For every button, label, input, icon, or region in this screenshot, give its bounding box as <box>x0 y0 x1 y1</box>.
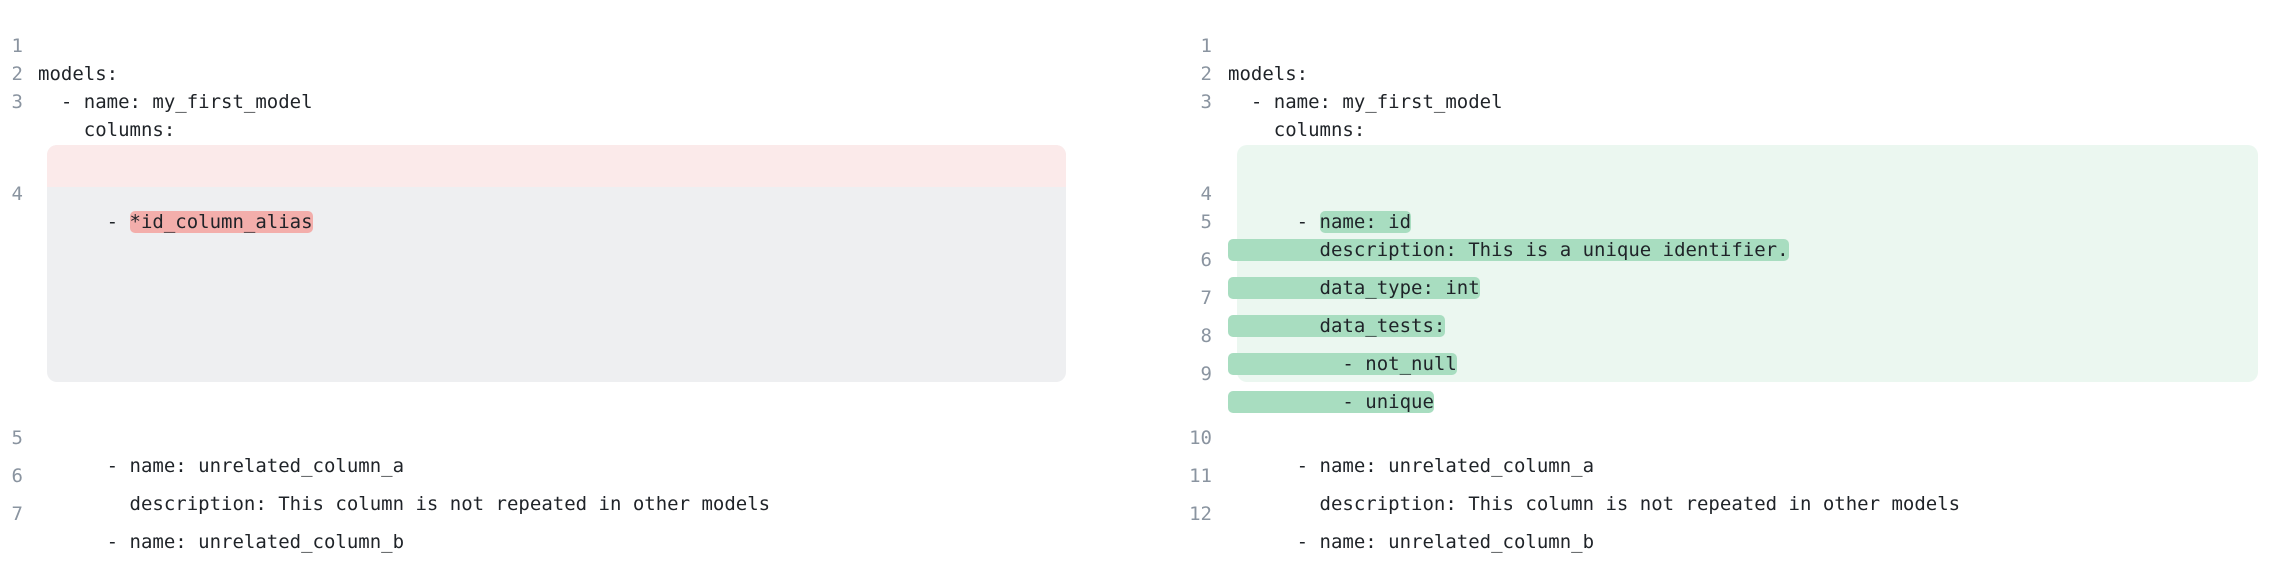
code-text: - name: my_first_model <box>1228 88 1503 116</box>
line-number: 1 <box>11 35 23 57</box>
code-segment-added: name: id <box>1319 211 1412 233</box>
code-segment-deleted: *id_column_alias <box>129 211 313 233</box>
code-segment: - name: unrelated_column_b <box>1228 531 1595 553</box>
code-text: - unique <box>1228 388 1434 416</box>
diff-line[interactable]: 7 - name: unrelated_column_b <box>0 472 405 553</box>
line-number: 4 <box>11 183 23 205</box>
code-text: - not_null <box>1228 350 1457 378</box>
diff-line-deleted[interactable]: 4 - *id_column_alias <box>0 152 313 233</box>
line-number: 4 <box>1200 183 1212 205</box>
diff-line-added[interactable]: 9 - unique <box>1188 332 1434 413</box>
code-text: - name: unrelated_column_a <box>38 452 404 480</box>
code-segment-added: description: This is a unique identifier… <box>1228 239 1789 261</box>
diff-line-added[interactable]: 6 data_type: int <box>1188 218 1480 299</box>
line-number: 7 <box>1200 287 1212 309</box>
diff-line-added[interactable]: 7 data_tests: <box>1188 256 1446 337</box>
line-number: 2 <box>11 63 23 85</box>
code-segment: description: This column is not repeated… <box>1228 493 1961 515</box>
diff-line-added[interactable]: 5 description: This is a unique identifi… <box>1188 180 1789 261</box>
code-text: columns: <box>1228 116 1366 144</box>
code-text: columns: <box>38 116 176 144</box>
line-number: 9 <box>1200 363 1212 385</box>
code-text: models: <box>38 60 118 88</box>
diff-line[interactable]: 6 description: This column is not repeat… <box>0 434 771 515</box>
code-segment: - name: unrelated_column_a <box>1228 455 1595 477</box>
code-text: models: <box>1228 60 1308 88</box>
code-segment-added: - unique <box>1228 391 1434 413</box>
code-segment: - <box>38 211 130 233</box>
code-segment-added: data_type: int <box>1228 277 1480 299</box>
diff-viewer: 1 models: 2 - name: my_first_model 3 col… <box>0 0 2278 553</box>
line-number: 3 <box>1200 91 1212 113</box>
code-segment: models: <box>1228 63 1309 85</box>
code-segment: description: This column is not repeated… <box>38 493 771 515</box>
line-number: 3 <box>11 91 23 113</box>
line-number: 5 <box>1200 211 1212 233</box>
diff-line[interactable]: 1 models: <box>1188 4 1309 85</box>
diff-line[interactable]: 1 models: <box>0 4 119 85</box>
line-number: 8 <box>1200 325 1212 347</box>
code-text: - name: unrelated_column_b <box>1228 528 1594 556</box>
line-number: 5 <box>11 427 23 449</box>
code-text: - name: unrelated_column_a <box>1228 452 1594 480</box>
line-number: 11 <box>1189 465 1212 487</box>
diff-pane-before: 1 models: 2 - name: my_first_model 3 col… <box>0 0 1100 553</box>
code-segment: columns: <box>1228 119 1366 141</box>
code-segment-added: - not_null <box>1228 353 1457 375</box>
code-segment: columns: <box>38 119 176 141</box>
code-text: description: This is a unique identifier… <box>1228 236 1789 264</box>
code-text: data_type: int <box>1228 274 1480 302</box>
line-number: 6 <box>1200 249 1212 271</box>
code-text: data_tests: <box>1228 312 1446 340</box>
diff-line-added[interactable]: 4 - name: id <box>1188 152 1412 233</box>
code-text: description: This column is not repeated… <box>38 490 771 518</box>
line-number: 7 <box>11 503 23 525</box>
diff-line[interactable]: 12 - name: unrelated_column_b <box>1188 472 1594 553</box>
code-segment: - name: unrelated_column_a <box>38 455 405 477</box>
line-number: 1 <box>1200 35 1212 57</box>
diff-line[interactable]: 5 - name: unrelated_column_a <box>0 396 405 477</box>
code-text: - name: id <box>1228 208 1412 236</box>
added-block-background <box>1237 145 2258 382</box>
code-text: description: This column is not repeated… <box>1228 490 1961 518</box>
diff-line[interactable]: 10 - name: unrelated_column_a <box>1188 396 1594 477</box>
line-number: 2 <box>1200 63 1212 85</box>
code-segment: - name: unrelated_column_b <box>38 531 405 553</box>
code-segment: - name: my_first_model <box>38 91 313 113</box>
diff-line[interactable]: 3 columns: <box>0 60 176 141</box>
diff-line[interactable]: 2 - name: my_first_model <box>1188 32 1503 113</box>
diff-line[interactable]: 3 columns: <box>1188 60 1366 141</box>
line-number: 12 <box>1189 503 1212 525</box>
line-number: 10 <box>1189 427 1212 449</box>
diff-line[interactable]: 2 - name: my_first_model <box>0 32 313 113</box>
code-text: - *id_column_alias <box>38 208 313 236</box>
code-text: - name: unrelated_column_b <box>38 528 404 556</box>
diff-pane-after: 1 models: 2 - name: my_first_model 3 col… <box>1188 0 2278 553</box>
deleted-row-background <box>47 145 1066 187</box>
code-segment: models: <box>38 63 119 85</box>
code-segment-added: data_tests: <box>1228 315 1446 337</box>
code-segment: - <box>1228 211 1320 233</box>
diff-line-added[interactable]: 8 - not_null <box>1188 294 1457 375</box>
diff-line[interactable]: 11 description: This column is not repea… <box>1188 434 1960 515</box>
line-number: 6 <box>11 465 23 487</box>
code-segment: - name: my_first_model <box>1228 91 1503 113</box>
code-text: - name: my_first_model <box>38 88 313 116</box>
